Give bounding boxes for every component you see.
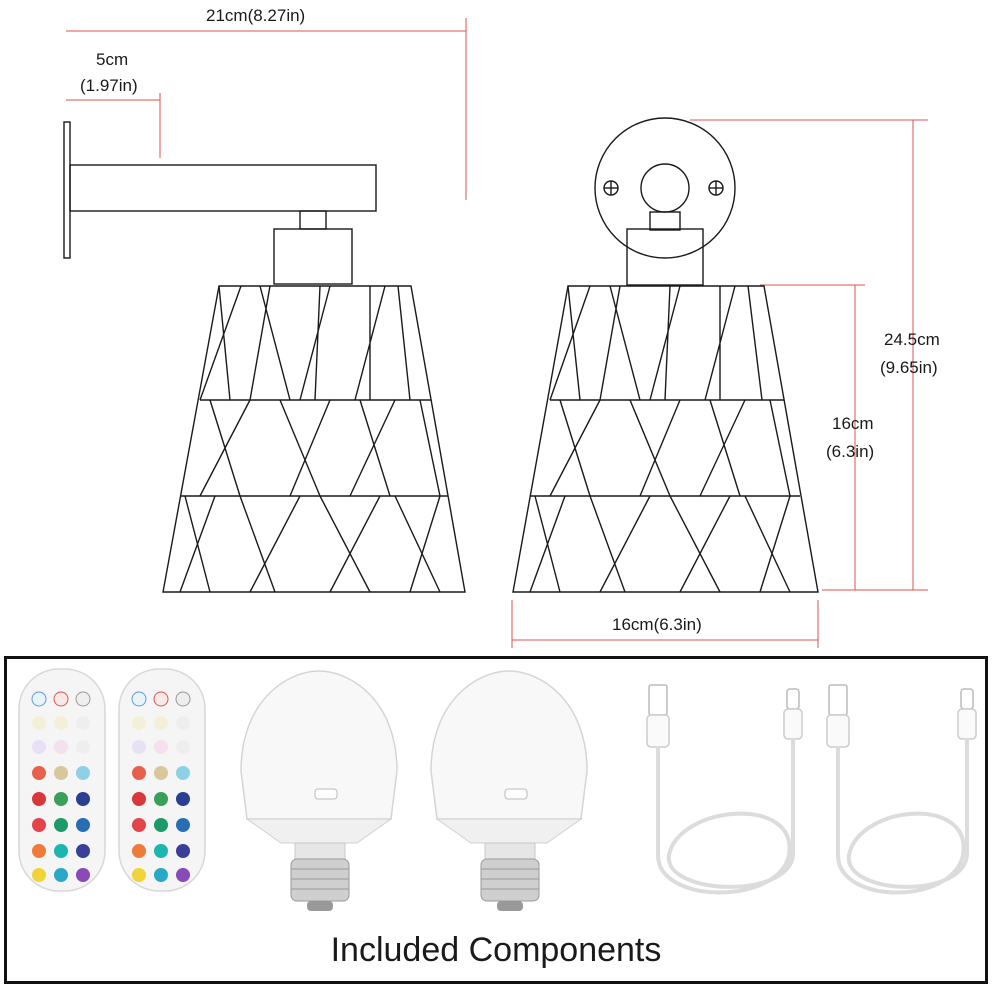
total-height-cm-label: 24.5cm (884, 330, 940, 349)
shade-height-in-label: (6.3in) (826, 442, 875, 461)
shade-cage (162, 285, 466, 593)
shade-height-cm-label: 16cm (832, 414, 874, 433)
included-components-panel: Included Components (4, 656, 988, 984)
socket-housing (273, 228, 353, 285)
components-illustration (18, 668, 977, 911)
components-title: Included Components (330, 931, 662, 969)
usb-cable (826, 684, 977, 895)
arm-length-cm-label: 5cm (96, 50, 129, 69)
front-view-lamp (512, 117, 819, 593)
shade-width-label: 16cm(6.3in) (612, 615, 702, 634)
screw-icon (708, 180, 724, 196)
lamp-dimension-drawing (63, 18, 928, 648)
led-bulb (430, 670, 588, 911)
arm (69, 164, 377, 212)
arm-length-in-label: (1.97in) (80, 76, 138, 95)
total-height-in-label: (9.65in) (880, 358, 938, 377)
remote-control (118, 668, 206, 892)
remote-control (18, 668, 106, 892)
mount-plate (594, 117, 736, 259)
total-width-label: 21cm(8.27in) (206, 6, 306, 25)
shade-cage (512, 285, 819, 593)
usb-cable (646, 684, 803, 895)
led-bulb (240, 670, 398, 911)
screw-icon (603, 180, 619, 196)
dimension-lines (66, 18, 928, 648)
side-view-lamp (63, 121, 466, 593)
wall-plate (63, 121, 71, 259)
